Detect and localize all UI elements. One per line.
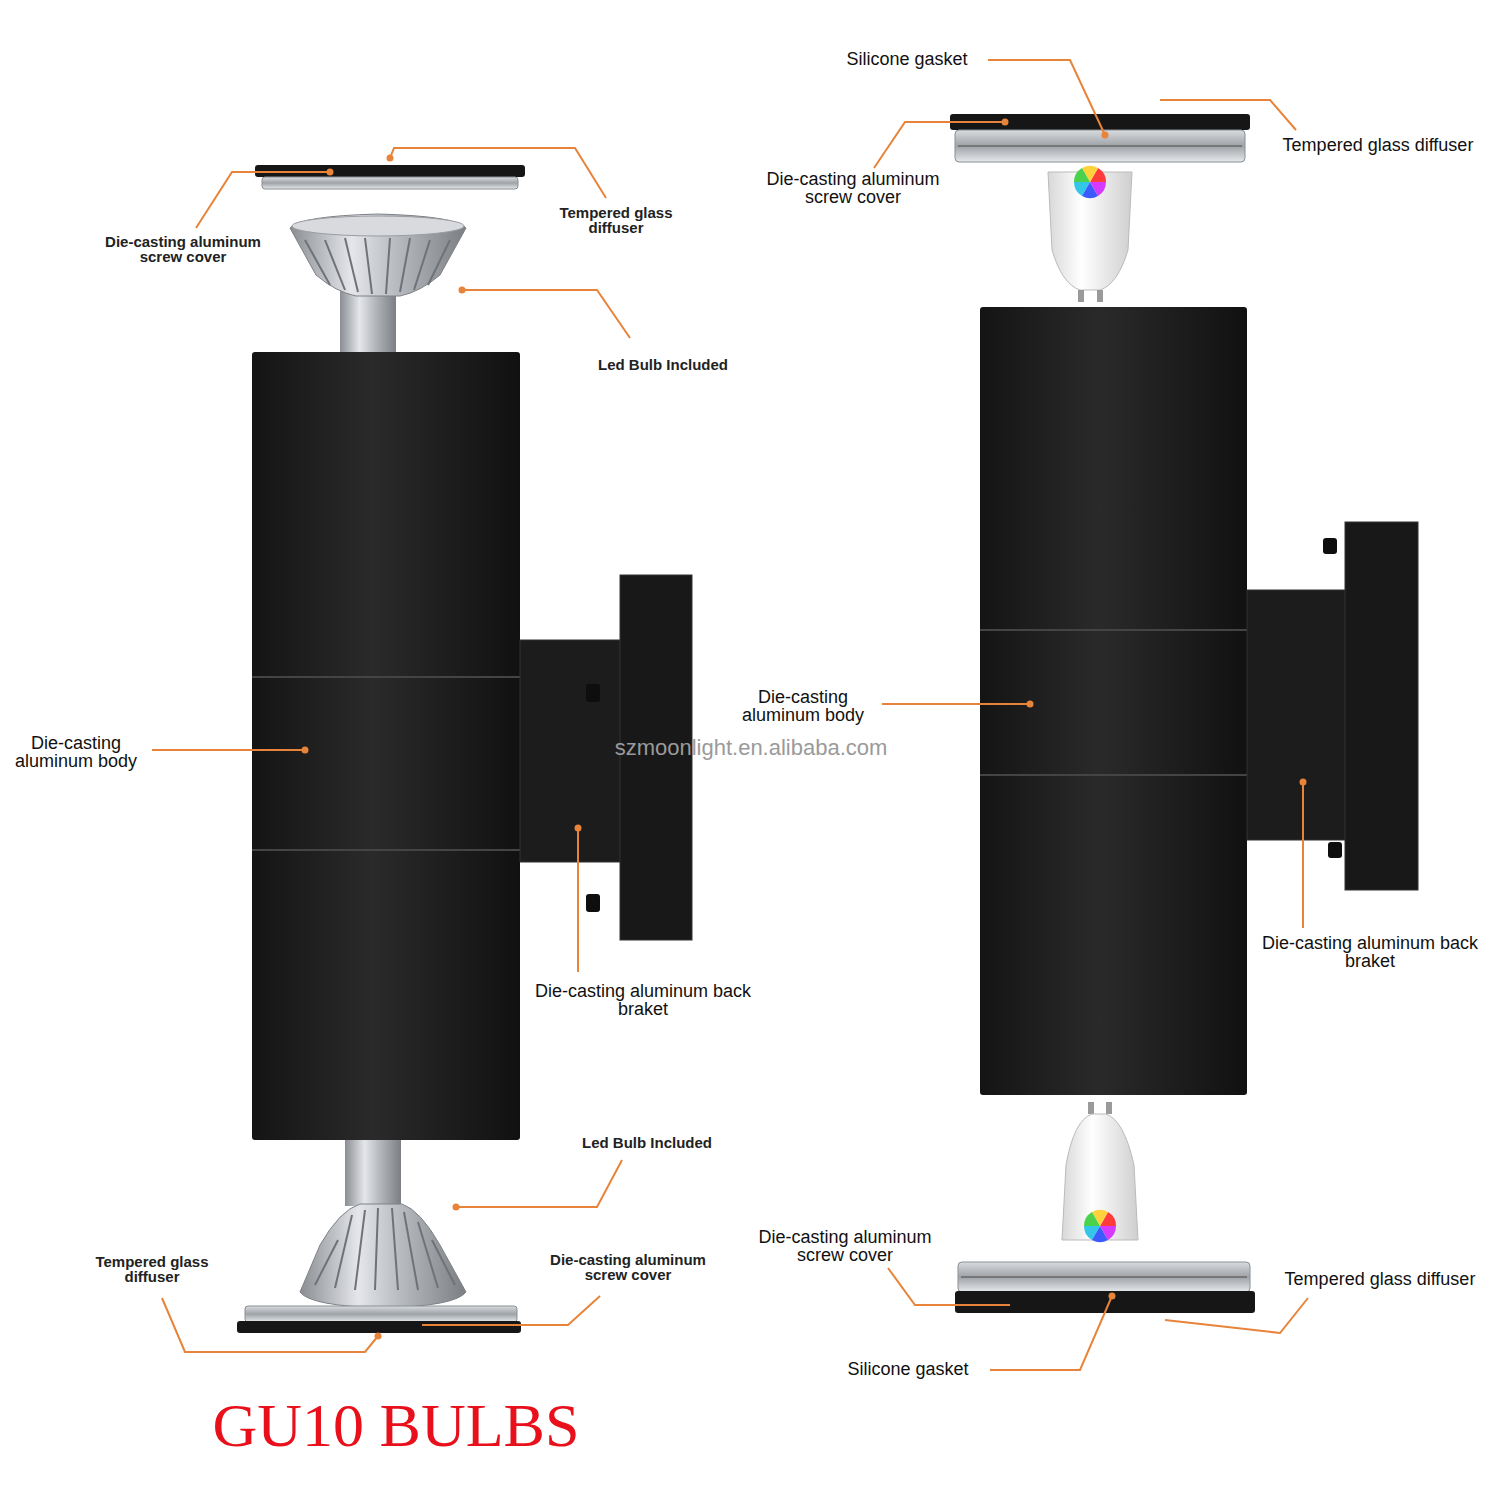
- part-label: Die-casting aluminum body: [2, 734, 150, 770]
- part-label: Tempered glass diffuser: [1258, 136, 1498, 154]
- part-label: Die-casting aluminum screw cover: [738, 1228, 953, 1264]
- watermark: szmoonlight.en.alibaba.com: [581, 737, 921, 759]
- part-label: Led Bulb Included: [563, 357, 763, 372]
- part-label: Tempered glass diffuser: [1262, 1270, 1498, 1288]
- part-label: Tempered glass diffuser: [82, 1254, 222, 1284]
- part-label: Silicone gasket: [828, 1360, 988, 1378]
- leader-lines: [152, 60, 1308, 1370]
- part-label: Die-casting aluminum screw cover: [528, 1252, 728, 1282]
- leader-dots: [302, 119, 1307, 1340]
- part-label: Die-casting aluminum back braket: [1260, 934, 1480, 970]
- right-fixture: [950, 114, 1418, 1313]
- part-label: Tempered glass diffuser: [551, 205, 681, 235]
- part-label: Die-casting aluminum body: [728, 688, 878, 724]
- part-label: Die-casting aluminum back braket: [533, 982, 753, 1018]
- part-label: Led Bulb Included: [547, 1135, 747, 1150]
- part-label: Silicone gasket: [827, 50, 987, 68]
- part-label: Die-casting aluminum screw cover: [83, 234, 283, 264]
- caption-text: GU10 BULBS: [166, 1394, 626, 1456]
- part-label: Die-casting aluminum screw cover: [746, 170, 961, 206]
